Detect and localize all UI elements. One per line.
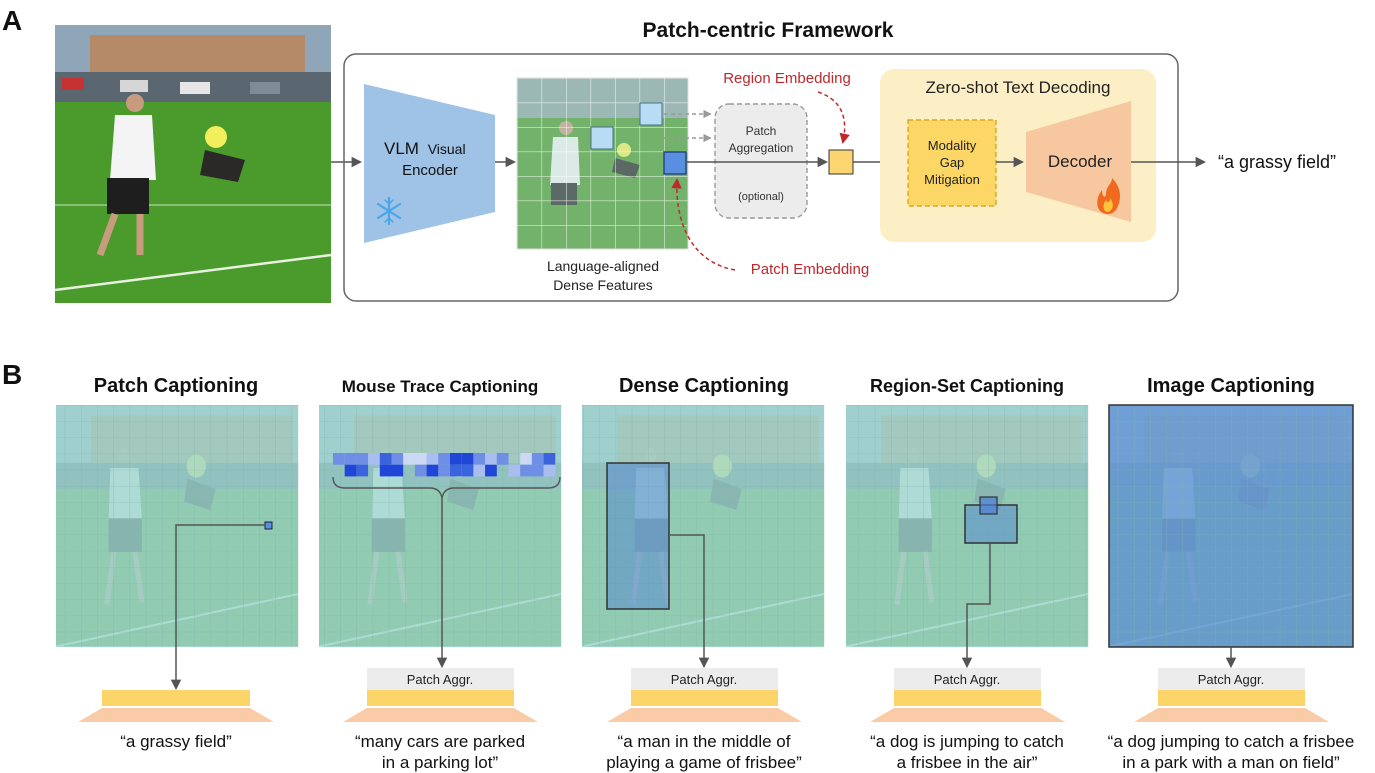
region-embedding-label: Region Embedding (723, 70, 851, 87)
svg-text:VLM Visual: VLM Visual (384, 139, 466, 158)
patch-aggregation-box (714, 103, 808, 219)
mouse-trace-cell (531, 453, 544, 465)
mouse-trace-cell (543, 453, 556, 465)
mouse-trace-cell (356, 464, 369, 477)
encoder-encoder-text: Encoder (402, 162, 458, 179)
zero-shot-decoding-title: Zero-shot Text Decoding (926, 78, 1111, 97)
caption-4-line1: “a dog is jumping to catch (870, 732, 1064, 751)
aggregation-optional: (optional) (738, 191, 784, 203)
decoder-stack-4 (870, 668, 1065, 722)
mouse-trace-cell (461, 453, 474, 465)
mouse-trace-cell (520, 453, 532, 465)
mouse-trace-cell (368, 453, 380, 465)
mouse-trace-cell (450, 453, 462, 465)
title-dense-captioning: Dense Captioning (619, 375, 789, 397)
vlm-visual-encoder (364, 84, 495, 243)
mouse-trace-cell (333, 453, 345, 465)
features-caption-line2: Dense Features (553, 277, 653, 293)
mouse-trace-cell (403, 453, 415, 465)
caption-5-line2: in a park with a man on field” (1122, 753, 1340, 772)
patch-aggr-label-3: Patch Aggr. (671, 672, 738, 687)
mouse-trace-cell (438, 453, 450, 465)
panel-image-dense (582, 405, 824, 647)
mouse-trace-cell (379, 464, 392, 477)
mouse-trace-cell (473, 464, 486, 477)
mouse-trace-cell (344, 464, 357, 477)
mouse-trace-cell (414, 464, 427, 477)
caption-3-line2: playing a game of frisbee” (606, 753, 802, 772)
gap-box-line3: Mitigation (924, 172, 980, 187)
title-mouse-trace-captioning: Mouse Trace Captioning (342, 377, 538, 396)
input-photo (54, 25, 332, 303)
mouse-trace-cell (461, 464, 474, 477)
mouse-trace-cell (438, 464, 450, 477)
framework-box (343, 53, 1179, 302)
title-patch-captioning: Patch Captioning (94, 375, 258, 397)
caption-5-line1: “a dog jumping to catch a frisbee (1108, 732, 1355, 751)
caption-2-line2: in a parking lot” (382, 753, 499, 772)
mouse-trace-cell (379, 453, 392, 465)
mouse-trace-cell (391, 464, 404, 477)
mouse-trace-cell (356, 453, 369, 465)
features-caption-line1: Language-aligned (547, 258, 659, 274)
panel-image-mouse-trace (319, 405, 561, 647)
aggregation-line1: Patch (746, 124, 777, 138)
encoder-visual-text: Visual (428, 141, 466, 157)
modality-gap-mitigation-box (907, 119, 997, 207)
gap-box-line1: Modality (928, 138, 977, 153)
aggregation-line2: Aggregation (729, 141, 794, 155)
output-caption: “a grassy field” (1218, 152, 1336, 172)
mouse-trace-cell (496, 453, 509, 465)
mouse-trace-cell (531, 464, 544, 477)
mouse-trace-cell (426, 464, 439, 477)
encoder-vlm-text: VLM (384, 139, 419, 158)
mouse-trace-cell (344, 453, 357, 465)
title-image-captioning: Image Captioning (1147, 375, 1315, 397)
gap-box-line2: Gap (940, 155, 965, 170)
panel-a-label: A (2, 5, 22, 36)
patch-aggr-label-2: Patch Aggr. (407, 672, 474, 687)
mouse-trace-cell (450, 464, 462, 477)
decoder-trapezoid (1026, 101, 1131, 222)
patch-aggr-label-4: Patch Aggr. (934, 672, 1001, 687)
decoder-stack-2 (343, 668, 538, 722)
region-embedding-square (828, 149, 854, 175)
decoder-stack-3 (607, 668, 802, 722)
snowflake-icon (376, 196, 402, 226)
mouse-trace-cell (391, 453, 404, 465)
decoder-stack-5 (1134, 668, 1329, 722)
decoder-label: Decoder (1048, 152, 1113, 171)
caption-4-line2: a frisbee in the air” (897, 753, 1038, 772)
patch-aggr-label-5: Patch Aggr. (1198, 672, 1265, 687)
dense-feature-grid (516, 77, 689, 250)
decoder-stack-1 (78, 690, 274, 722)
caption-3-line1: “a man in the middle of (618, 732, 791, 751)
mouse-trace-cell (543, 464, 556, 477)
caption-1-line1: “a grassy field” (120, 732, 232, 751)
mouse-trace-cell (485, 464, 497, 477)
panel-b-label: B (2, 359, 22, 390)
fire-icon (1097, 178, 1120, 214)
mouse-trace-cell (414, 453, 427, 465)
mouse-trace-cell (508, 464, 521, 477)
panel-image-full (1109, 405, 1353, 647)
mouse-trace-heatmap (333, 453, 556, 477)
region-set-small-box (979, 496, 998, 515)
framework-title: Patch-centric Framework (643, 19, 894, 42)
mouse-trace-cell (473, 453, 486, 465)
mouse-trace-cell (520, 464, 532, 477)
caption-2-line1: “many cars are parked (355, 732, 525, 751)
title-region-set-captioning: Region-Set Captioning (870, 376, 1064, 396)
mouse-trace-cell (426, 453, 439, 465)
patch-highlight (264, 521, 273, 530)
mouse-trace-cell (485, 453, 497, 465)
dense-region-box (606, 462, 670, 610)
patch-embedding-label: Patch Embedding (751, 261, 869, 278)
panel-image-patch (56, 405, 298, 647)
